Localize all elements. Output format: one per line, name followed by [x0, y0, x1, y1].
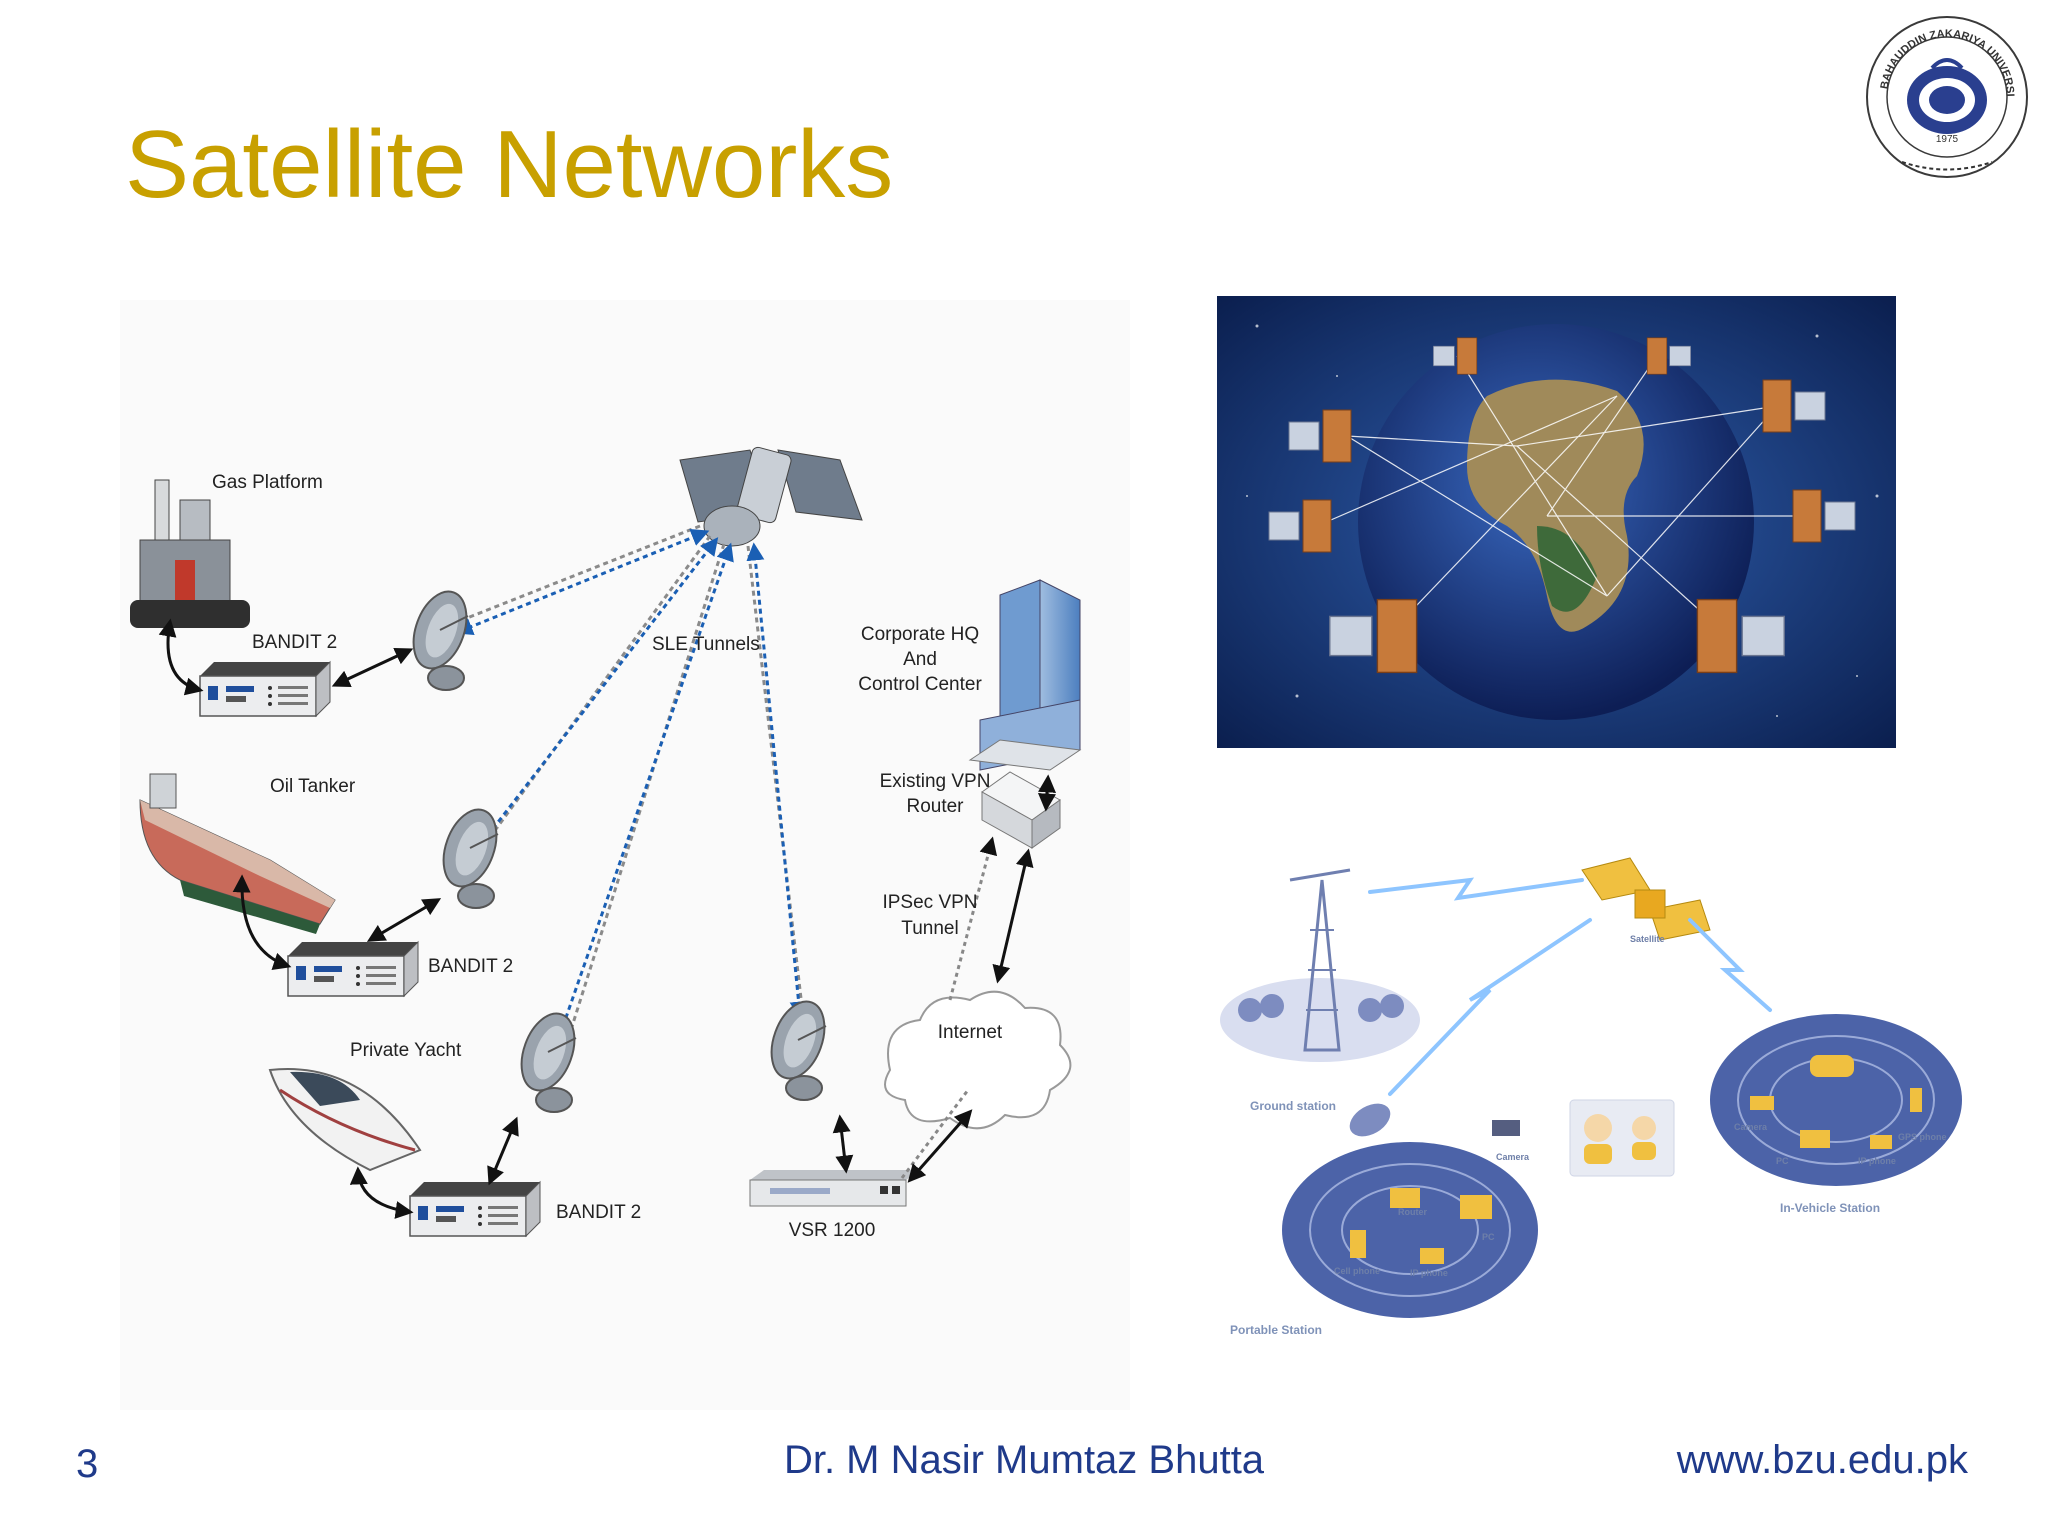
corporate-hq-building-icon: [968, 579, 1082, 771]
oil-tanker-label: Oil Tanker: [270, 776, 356, 797]
internet-cloud-icon: [884, 990, 1072, 1130]
people-icon: [1569, 1099, 1675, 1177]
ip-phone-left-label: IP phone: [1410, 1268, 1448, 1278]
satellite-stations-diagram: Ground station Satellite Camera Router P…: [1220, 857, 1962, 1337]
author-name: Dr. M Nasir Mumtaz Bhutta: [783, 1438, 1265, 1482]
camera-right-label: Camera: [1734, 1122, 1768, 1132]
gps-phone-label: GPS phone: [1898, 1132, 1947, 1142]
earth-satellite-constellation-image: [1217, 296, 1896, 748]
hq-label-line2: And: [903, 649, 937, 670]
vpn-router-label-line1: Existing VPN: [880, 771, 991, 792]
hq-label-line3: Control Center: [858, 674, 982, 695]
oil-tanker-icon: [139, 773, 336, 934]
bandit-1-label: BANDIT 2: [252, 632, 337, 653]
satellite-icon: [679, 446, 863, 547]
router-label: Router: [1398, 1207, 1427, 1217]
private-yacht-label: Private Yacht: [350, 1040, 462, 1061]
satellite-label: Satellite: [1630, 934, 1665, 944]
sle-tunnels-label: SLE Tunnels: [652, 634, 760, 655]
dish-1-icon: [402, 583, 478, 691]
seal-year: 1975: [1936, 134, 1959, 145]
dish-4-icon: [760, 993, 836, 1101]
bandit-2-label: BANDIT 2: [428, 956, 513, 977]
in-vehicle-station-icon: [1710, 1014, 1962, 1186]
satellite-network-diagram: SLE Tunnels Gas Platform BANDIT 2 Oil Ta…: [120, 300, 1130, 1410]
cell-phone-label: Cell phone: [1334, 1266, 1380, 1276]
ipsec-label-line2: Tunnel: [901, 918, 958, 939]
in-vehicle-station-label: In-Vehicle Station: [1780, 1201, 1880, 1215]
vsr-1200-label: VSR 1200: [789, 1220, 876, 1241]
hq-label-line1: Corporate HQ: [861, 624, 979, 645]
pc-right-label: PC: [1776, 1156, 1789, 1166]
vsr-1200-icon: [749, 1170, 920, 1207]
bandit-modem-1-icon: [199, 661, 331, 717]
dish-3-icon: [510, 1005, 586, 1113]
bandit-modem-3-icon: [409, 1181, 541, 1237]
bandit-modem-2-icon: [287, 941, 419, 997]
university-seal-logo: BAHAUDDIN ZAKARIYA UNIVERSITY MULTAN 197…: [1862, 12, 2028, 178]
bandit-3-label: BANDIT 2: [556, 1202, 641, 1223]
private-yacht-icon: [268, 1068, 422, 1172]
dish-2-icon: [432, 801, 508, 909]
satellite-yellow-icon: [1581, 857, 1711, 941]
pc-left-label: PC: [1482, 1232, 1495, 1242]
gas-platform-label: Gas Platform: [212, 472, 323, 493]
ground-station-tower-icon: [1220, 868, 1420, 1062]
internet-label: Internet: [938, 1022, 1003, 1043]
sle-tunnel-links: [454, 524, 808, 1056]
ip-phone-right-label: IP phone: [1858, 1156, 1896, 1166]
ipsec-label-line1: IPSec VPN: [882, 892, 977, 913]
camera-left-label: Camera: [1496, 1152, 1530, 1162]
gas-platform-icon: [130, 479, 250, 628]
portable-station-label: Portable Station: [1230, 1323, 1322, 1337]
ground-station-label: Ground station: [1250, 1099, 1336, 1113]
portable-station-icon: [1282, 1103, 1538, 1318]
slide-title: Satellite Networks: [125, 111, 894, 218]
page-number: 3: [76, 1442, 99, 1486]
university-url: www.bzu.edu.pk: [1676, 1438, 1968, 1482]
vpn-router-label-line2: Router: [906, 796, 964, 817]
